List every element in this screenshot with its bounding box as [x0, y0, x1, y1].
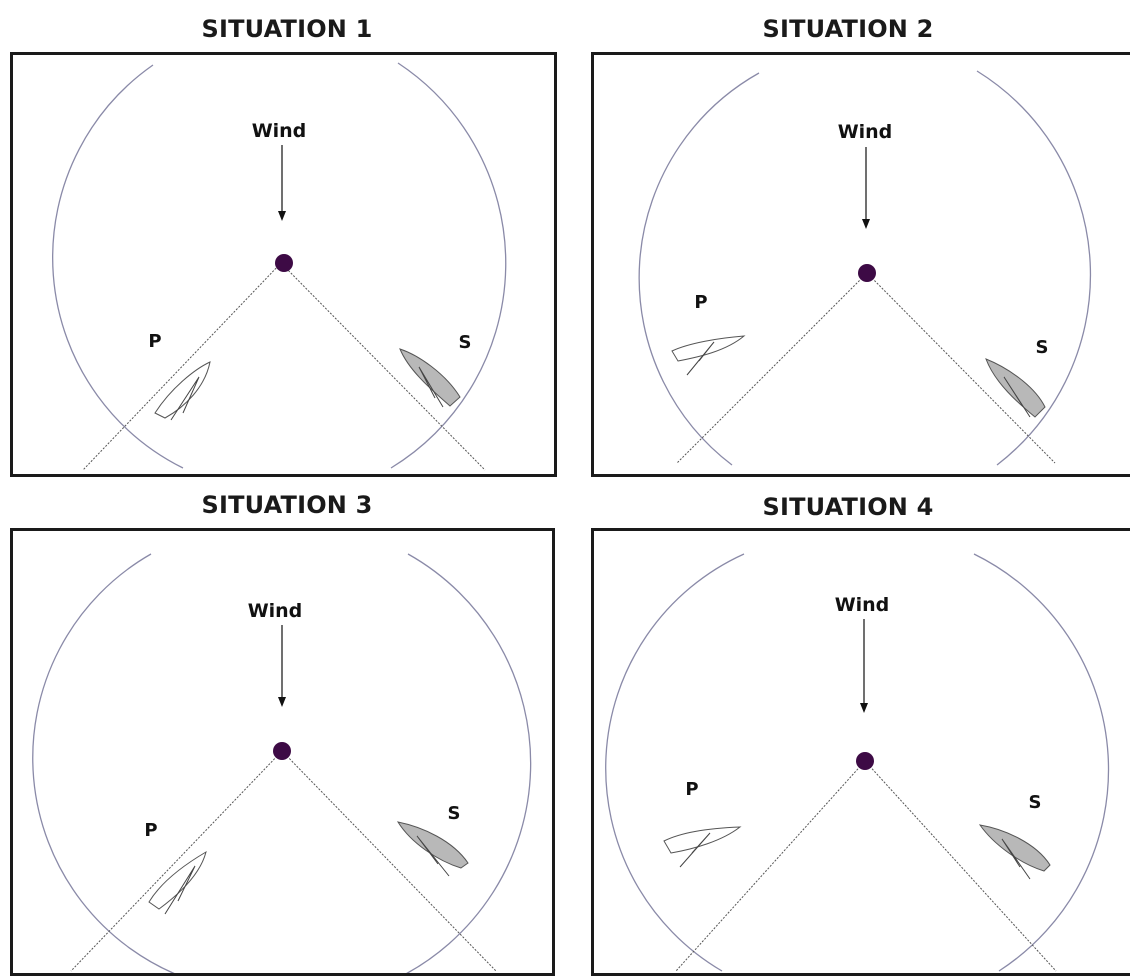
port-boat: [664, 827, 740, 867]
situation-4-diagram: Wind P S: [594, 531, 1130, 976]
starboard-layline: [865, 761, 1056, 971]
starboard-boat-label: S: [448, 803, 461, 824]
port-boat: [155, 362, 210, 420]
situation-2-panel: Wind P S: [591, 52, 1130, 477]
situation-1-title: SITUATION 1: [201, 15, 372, 43]
starboard-layline: [867, 273, 1055, 463]
wind-label: Wind: [835, 594, 890, 616]
situation-4-title: SITUATION 4: [762, 493, 933, 521]
starboard-layline: [281, 263, 485, 470]
starboard-boat-label: S: [1036, 337, 1049, 358]
port-boat-label: P: [148, 331, 161, 352]
port-boat: [672, 336, 744, 375]
starboard-boat-label: S: [1029, 792, 1042, 813]
port-boat-label: P: [685, 779, 698, 800]
wind-arrowhead: [278, 697, 286, 707]
zone-circle: [606, 554, 744, 971]
port-layline: [83, 263, 281, 470]
situation-3-diagram: Wind P S: [13, 531, 555, 976]
port-boat-label: P: [694, 292, 707, 313]
wind-label: Wind: [838, 121, 893, 143]
wind-label: Wind: [248, 600, 303, 622]
mark: [273, 742, 291, 760]
situation-3-panel: Wind P S: [10, 528, 555, 976]
wind-label: Wind: [252, 120, 307, 142]
starboard-boat: [986, 359, 1045, 417]
starboard-boat-label: S: [459, 332, 472, 353]
zone-circle: [391, 63, 506, 468]
situation-1-diagram: Wind P S: [13, 55, 557, 477]
port-layline: [676, 761, 865, 971]
port-layline: [71, 751, 282, 971]
starboard-boat: [980, 825, 1050, 879]
port-boat: [149, 852, 206, 914]
situation-2-title: SITUATION 2: [762, 15, 933, 43]
starboard-boat: [398, 822, 468, 876]
mark: [858, 264, 876, 282]
situation-1-panel: Wind P S: [10, 52, 557, 477]
zone-circle: [33, 554, 188, 976]
port-boat-label: P: [144, 820, 157, 841]
zone-circle: [639, 73, 759, 465]
situation-2-diagram: Wind P S: [594, 55, 1130, 477]
wind-arrowhead: [862, 219, 870, 229]
situation-3-title: SITUATION 3: [201, 491, 372, 519]
zone-circle: [396, 554, 531, 976]
situation-4-panel: Wind P S: [591, 528, 1130, 976]
mark: [856, 752, 874, 770]
zone-circle: [974, 554, 1109, 971]
wind-arrowhead: [860, 703, 868, 713]
starboard-boat: [400, 349, 460, 407]
wind-arrowhead: [278, 211, 286, 221]
mark: [275, 254, 293, 272]
